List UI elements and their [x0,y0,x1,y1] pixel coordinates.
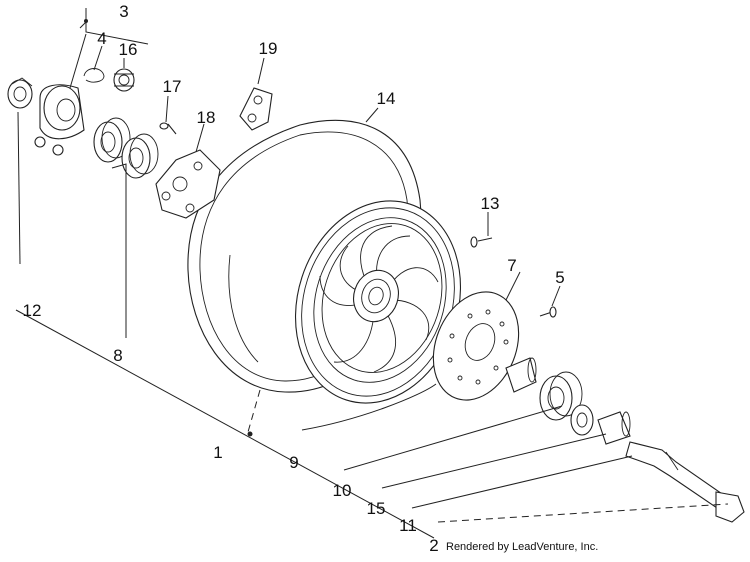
brake-caliper-bracket[interactable] [155,149,221,219]
callout-19: 19 [259,39,278,58]
callout-18: 18 [197,108,216,127]
wheel-axle[interactable] [625,441,745,523]
bearing-right[interactable] [539,371,583,421]
callout-9: 9 [289,453,298,472]
callout-12: 12 [23,301,42,320]
callout-17: 17 [163,77,182,96]
disc-bolt[interactable] [539,306,557,318]
callout-10: 10 [333,481,352,500]
leader-lines [15,8,729,539]
distance-tube[interactable] [505,357,537,393]
render-credit: Rendered by LeadVenture, Inc. [446,541,599,553]
bearing-left-inner[interactable] [121,133,159,179]
oil-seal-right[interactable] [570,404,594,436]
circlip[interactable] [83,68,105,83]
callout-4: 4 [97,29,106,48]
spacer-bushing[interactable] [597,411,631,445]
callout-7: 7 [507,256,516,275]
callout-8: 8 [113,346,122,365]
callout-11: 11 [399,516,417,535]
callout-1: 1 [213,443,222,462]
wheel-rim[interactable] [270,179,486,424]
callout-13: 13 [481,194,500,213]
callout-14: 14 [377,89,396,108]
callout-5: 5 [555,268,564,287]
callouts: 3 4 16 19 17 14 18 13 7 5 12 8 1 9 10 15… [23,2,565,555]
callout-3: 3 [119,2,128,21]
brake-disc[interactable] [418,279,534,413]
speedometer-drive[interactable] [34,84,85,156]
callout-15: 15 [367,499,386,518]
oil-seal[interactable] [113,68,135,92]
callout-16: 16 [119,40,138,59]
callout-2: 2 [429,536,438,555]
wheel-spacer-nut[interactable] [7,77,33,109]
bearing-left-outer[interactable] [93,117,131,163]
screw[interactable] [159,122,177,135]
clamp-bracket[interactable] [239,87,273,131]
bolt-upper[interactable] [470,236,493,248]
